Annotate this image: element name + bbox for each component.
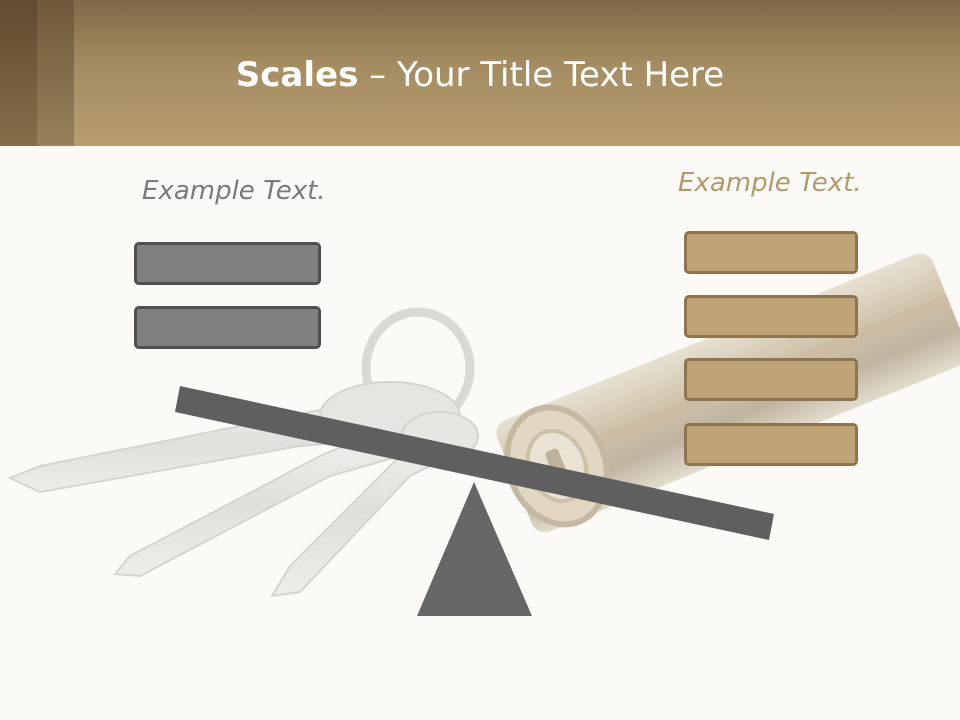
- key-2: [112, 429, 402, 578]
- scale-beam: [175, 386, 774, 540]
- scale-fulcrum: [417, 482, 532, 616]
- left-text-box-1[interactable]: [134, 242, 321, 285]
- left-side-label: Example Text.: [142, 176, 326, 206]
- right-side-label: Example Text.: [678, 168, 862, 198]
- right-text-box-3[interactable]: [684, 358, 858, 401]
- slide-title: Scales – Your Title Text Here: [0, 52, 960, 98]
- accent-stripe-dark: [0, 0, 37, 146]
- right-text-box-1[interactable]: [684, 231, 858, 274]
- slide-title-bold: Scales: [235, 55, 359, 95]
- title-bar: Scales – Your Title Text Here: [0, 0, 960, 146]
- accent-stripe-mid: [37, 0, 74, 146]
- right-text-box-4[interactable]: [684, 423, 858, 466]
- left-text-box-2[interactable]: [134, 306, 321, 349]
- slide-title-rest: – Your Title Text Here: [358, 55, 725, 95]
- right-text-box-2[interactable]: [684, 295, 858, 338]
